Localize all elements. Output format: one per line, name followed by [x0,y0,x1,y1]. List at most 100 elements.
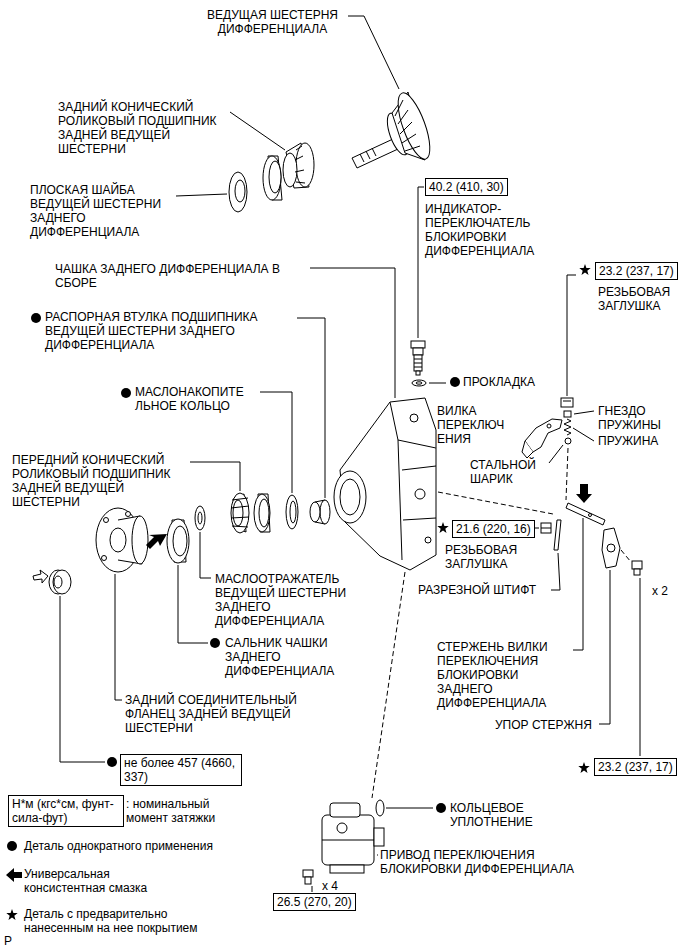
leader-lines-shape [260,392,292,493]
leader-lines-shape [567,275,576,396]
symbols-shape [6,909,17,920]
front-bearing-shape [233,500,243,526]
lock-actuator-shape [376,800,384,816]
washer-shape [229,172,247,212]
part-label: СТАЛЬНОЙ ШАРИК [470,458,550,486]
torque-box: 23.2 (237, 17) [594,758,677,776]
part-label: ЧАШКА ЗАДНЕГО ДИФФЕРЕНЦИАЛА В СБОРЕ [55,262,305,290]
drive-pinion-shape [400,122,412,134]
flange-nut-shape [53,570,71,594]
indicator-switch-shape [414,367,422,368]
part-label: СТЕРЖЕНЬ ВИЛКИ ПЕРЕКЛЮЧЕНИЯ БЛОКИРОВКИ З… [437,640,569,710]
symbols-shape [7,841,17,851]
symbols-shape [121,388,131,398]
differential-carrier-shape [415,489,425,499]
leader-lines-shape [551,553,560,590]
symbols-shape [437,522,448,533]
drive-pinion-shape [398,110,408,124]
companion-flange-shape [110,528,126,552]
bolt-shape [632,561,642,569]
slotted-pin [554,520,561,550]
shift-fork [522,419,562,458]
rod-stop-shape [602,528,620,568]
leader-lines-shape [429,383,446,384]
oil-ring-shape [286,495,298,529]
front-bearing-shape [259,499,269,527]
rear-bearing-shape [296,143,314,187]
assembly-lines-shape [372,572,405,798]
part-label: ПРУЖИНА [598,434,658,448]
symbols-shape [146,534,167,549]
torque-value: 23.2 (237, 17) [599,264,674,278]
differential-carrier-shape [402,466,436,470]
drive-pinion [352,89,436,168]
leader-lines-shape [574,411,594,414]
symbols-shape [578,762,589,773]
rod-stop-shape [607,544,615,552]
leader-lines-shape [230,112,285,150]
part-label: P [4,934,12,948]
leader-lines-shape [377,855,378,856]
shift-rod-shape [566,503,605,525]
part-label: МАСЛООТРАЖАТЕЛЬ ВЕДУЩЕЙ ШЕСТЕРНИ ЗАДНЕГО… [215,572,355,628]
rear-bearing-shape [295,156,303,160]
part-label: РЕЗЬБОВАЯ ЗАГЛУШКА [598,285,683,313]
rear-bearing-shape [295,170,304,172]
part-label: ПРОКЛАДКА [463,375,535,389]
shift-fork-shape [522,441,533,458]
part-label: УПОР СТЕРЖНЯ [495,718,592,732]
detent-parts-shape [564,419,571,435]
torque-value: 21.6 (220, 16) [456,522,531,536]
washer-shape [235,180,245,202]
indicator-switch-shape [414,355,422,371]
shift-rod-shape [589,514,592,517]
symbols-shape [450,377,460,387]
oil-seal-shape [167,519,189,563]
front-bearing-shape [231,506,249,508]
detent-parts-shape [564,411,571,417]
legend-text: Универсальная консистентная смазка [24,867,164,895]
drive-pinion-shape [366,151,370,159]
part-label: РАСПОРНАЯ ВТУЛКА ПОДШИПНИКА ВЕДУЩЕЙ ШЕСТ… [45,310,293,352]
leader-lines-shape [115,574,122,700]
front-bearing-shape [254,494,270,532]
front-bearing-shape [232,498,248,500]
torque-box: 21.6 (220, 16) [452,520,535,538]
leader-lines-shape [200,532,211,578]
torque-box: не более 457 (4660, 337) [120,754,242,786]
shift-fork-shape [547,424,551,428]
indicator-switch-shape [412,380,426,386]
leader-lines-shape [178,565,208,643]
leader-lines-shape [297,318,325,498]
leader-lines-shape [312,886,313,892]
differential-carrier [334,398,436,570]
leader-lines-shape [176,194,227,196]
symbols-shape [107,757,117,767]
leader-lines-shape [549,445,563,463]
part-label: РЕЗЬБОВАЯ ЗАГЛУШКА [445,543,535,571]
companion-flange-shape [126,512,131,517]
part-label: ЗАДНИЙ КОНИЧЕСКИЙ РОЛИКОВЫЙ ПОДШИПНИК ЗА… [58,100,228,156]
symbols [6,264,592,920]
bearing-spacer-shape [310,502,320,522]
lock-actuator-shape [330,803,360,817]
bearing-spacer-shape [320,500,330,524]
oil-ring [286,495,298,529]
leader-lines-shape [573,428,594,441]
lock-actuator-shape [322,815,374,865]
shift-rod [566,503,605,525]
washer [229,172,247,212]
torque-box: 40.2 (410, 30) [425,178,508,196]
lock-actuator-shape [330,865,364,873]
torque-value: 23.2 (237, 17) [598,760,673,774]
drive-pinion-shape [395,100,403,116]
torque-box: Н*м (кгс*см, фунт-сила-фут) [8,795,124,827]
slotted-pin-shape [554,520,561,550]
leader-lines-shape [599,570,610,724]
leader-lines-shape [190,462,240,491]
assembly-lines-shape [566,448,568,500]
lock-actuator-shape [374,828,384,846]
rear-bearing-shape [296,146,302,150]
part-label: ГНЕЗДО ПРУЖИНЫ [598,404,678,432]
